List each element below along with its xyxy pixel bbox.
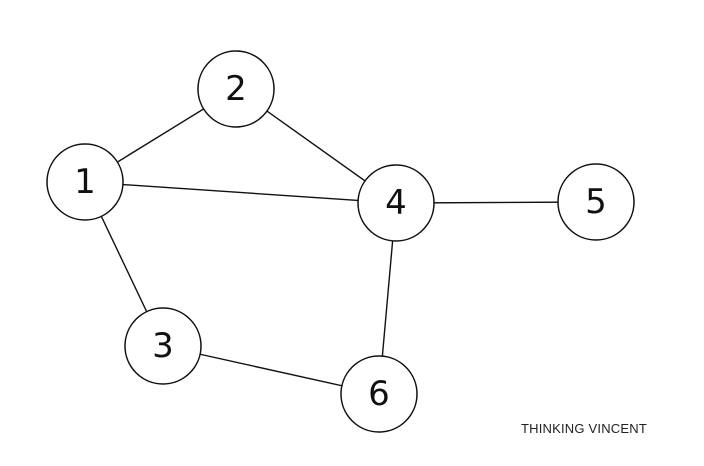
- node-label-5: 5: [585, 182, 607, 222]
- node-label-6: 6: [368, 374, 390, 414]
- node-circle-5: [557, 163, 635, 241]
- node-3: 3: [124, 307, 202, 385]
- node-circle-2: [197, 50, 275, 128]
- node-circle-3: [124, 307, 202, 385]
- node-label-3: 3: [152, 326, 174, 366]
- node-circle-1: [46, 143, 124, 221]
- node-circle-4: [357, 164, 435, 242]
- edge-1-4: [84, 181, 397, 204]
- node-label-4: 4: [385, 183, 407, 223]
- node-6: 6: [340, 355, 418, 433]
- node-label-1: 1: [74, 162, 96, 202]
- graph-nodes: 1 2 3 4 5 6: [46, 50, 635, 433]
- node-2: 2: [197, 50, 275, 128]
- watermark-text: THINKING VINCENT: [521, 421, 647, 436]
- node-circle-6: [340, 355, 418, 433]
- node-label-2: 2: [225, 69, 247, 109]
- node-1: 1: [46, 143, 124, 221]
- node-4: 4: [357, 164, 435, 242]
- node-5: 5: [557, 163, 635, 241]
